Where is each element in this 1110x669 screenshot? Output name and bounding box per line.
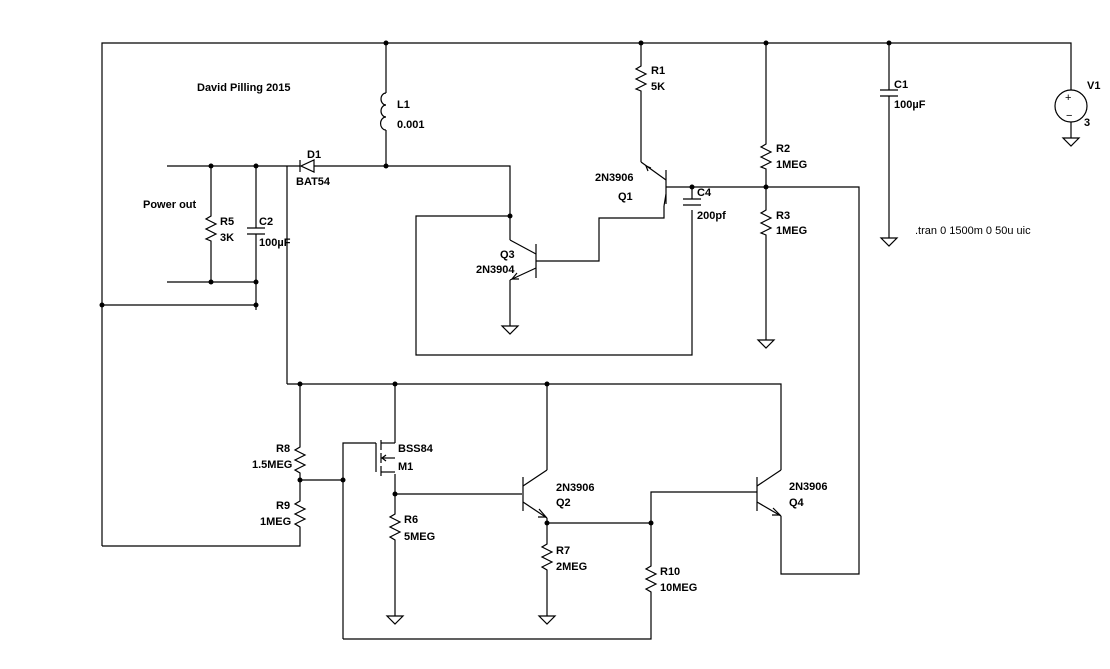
q3-model: 2N3904: [476, 264, 515, 276]
l1-value: 0.001: [397, 119, 425, 131]
m1-model: BSS84: [398, 443, 434, 455]
resistor-r7: [540, 540, 554, 574]
junction-dots: [99, 40, 892, 526]
wire-q4-collector: [780, 516, 860, 575]
r10-value: 10MEG: [660, 582, 697, 594]
ground-symbol: [537, 615, 557, 625]
r1-value: 5K: [651, 81, 665, 93]
m1-ref: M1: [398, 461, 413, 473]
r1-ref: R1: [651, 65, 665, 77]
capacitor-c4: [683, 198, 701, 206]
r3-ref: R3: [776, 210, 790, 222]
q4-model: 2N3906: [789, 481, 828, 493]
resistor-r2: [759, 140, 773, 172]
q4-ref: Q4: [789, 497, 805, 509]
wire-q1-base: [666, 186, 860, 570]
resistor-r10: [644, 562, 658, 596]
d1-value: BAT54: [296, 176, 331, 188]
r9-ref: R9: [276, 500, 290, 512]
resistor-r9: [293, 497, 307, 531]
inductor-l1: [379, 92, 387, 131]
power-out-label: Power out: [143, 199, 197, 211]
c4-value: 200pf: [697, 210, 726, 222]
wire-mid-rail: [287, 383, 782, 470]
q1-model: 2N3906: [595, 172, 634, 184]
transistor-q4: [756, 469, 782, 517]
resistor-r3: [759, 206, 773, 238]
wires: [101, 42, 1072, 640]
c2-ref: C2: [259, 216, 273, 228]
q2-model: 2N3906: [556, 482, 595, 494]
r2-ref: R2: [776, 143, 790, 155]
r10-ref: R10: [660, 566, 680, 578]
q3-ref: Q3: [500, 249, 515, 261]
resistor-r8: [293, 443, 307, 476]
schematic-title: David Pilling 2015: [197, 82, 291, 94]
c1-value: 100µF: [894, 99, 926, 111]
transistor-q3: [509, 239, 537, 281]
wire-q4-base: [650, 491, 757, 523]
diode-d1: [299, 159, 315, 173]
mosfet-m1: [375, 440, 395, 476]
r6-ref: R6: [404, 514, 418, 526]
wire-m1-gate: [342, 442, 376, 639]
c1-ref: C1: [894, 79, 908, 91]
wire-d1-to-q3: [314, 165, 511, 240]
r7-ref: R7: [556, 545, 570, 557]
v1-ref: V1: [1087, 80, 1100, 92]
resistor-r1: [634, 62, 648, 94]
c4-ref: C4: [697, 187, 712, 199]
r7-value: 2MEG: [556, 561, 587, 573]
voltage-source-v1: + −: [1054, 89, 1088, 123]
transistor-q2: [522, 469, 548, 519]
v1-value: 3: [1084, 117, 1090, 129]
d1-ref: D1: [307, 149, 321, 161]
l1-ref: L1: [397, 99, 410, 111]
svg-text:−: −: [1066, 110, 1072, 122]
top-rail-wire: [101, 42, 1072, 546]
r6-value: 5MEG: [404, 531, 435, 543]
ground-symbol: [500, 325, 520, 335]
resistor-r6: [388, 510, 402, 544]
r5-ref: R5: [220, 216, 234, 228]
spice-directive: .tran 0 1500m 0 50u uic: [915, 225, 1031, 237]
ground-symbol: [756, 339, 776, 349]
wire-q1-to-q3: [536, 206, 665, 262]
r3-value: 1MEG: [776, 225, 807, 237]
ground-symbol: [385, 615, 405, 625]
ground-symbol: [1061, 137, 1081, 147]
wire-q3-loop: [415, 210, 693, 356]
transistor-q1: [640, 161, 667, 207]
c2-value: 100µF: [259, 237, 291, 249]
q2-ref: Q2: [556, 497, 571, 509]
q1-ref: Q1: [618, 191, 633, 203]
wire-r9-bottom: [102, 531, 301, 547]
r8-value: 1.5MEG: [252, 459, 292, 471]
resistor-r5: [204, 212, 218, 245]
r5-value: 3K: [220, 232, 234, 244]
capacitor-c1: [880, 89, 898, 97]
svg-text:+: +: [1065, 92, 1071, 104]
r9-value: 1MEG: [260, 516, 291, 528]
r8-ref: R8: [276, 443, 290, 455]
r2-value: 1MEG: [776, 159, 807, 171]
ground-symbol: [879, 237, 899, 247]
capacitor-c2: [247, 227, 265, 235]
wire-r10-bottom: [343, 596, 652, 640]
